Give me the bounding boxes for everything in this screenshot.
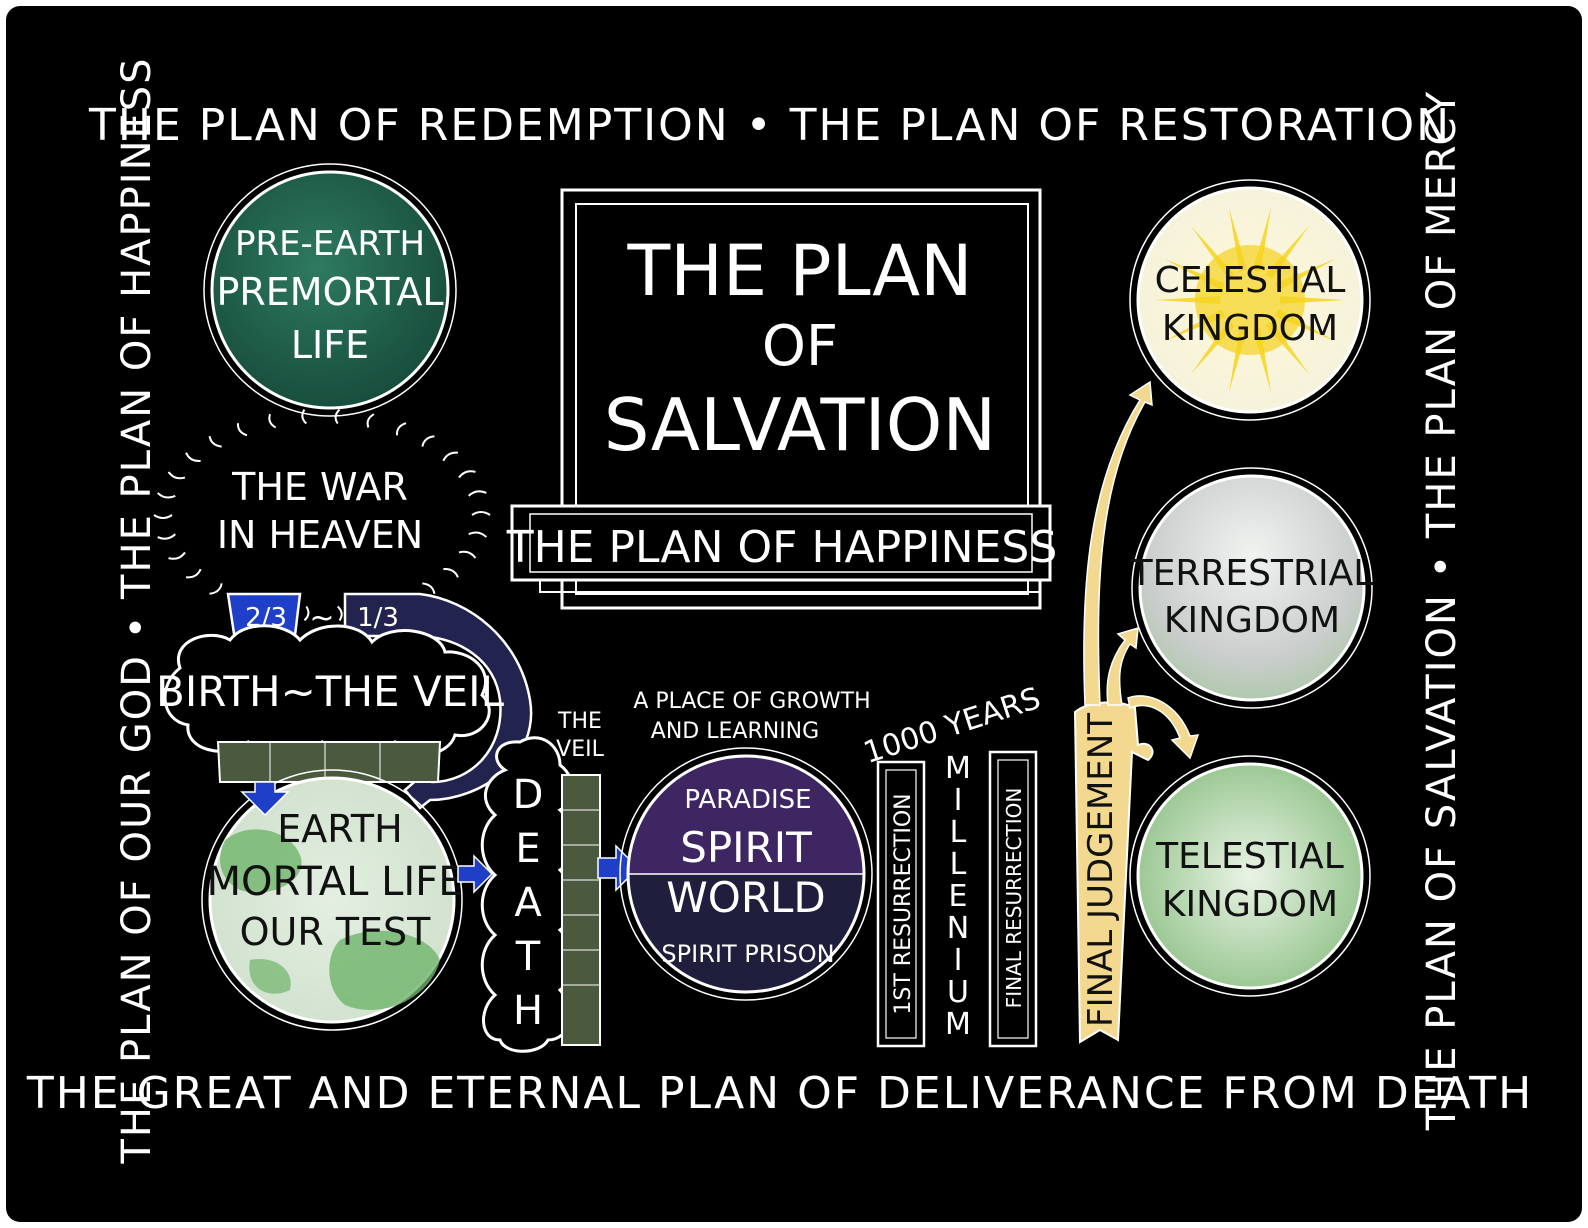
spirit-world-line-2: WORLD	[666, 873, 826, 922]
final-judgement-banner: FINAL JUDGEMENT	[1073, 701, 1154, 1044]
title-line-1: THE PLAN	[627, 230, 973, 312]
millenium-letter-5: E	[949, 879, 968, 914]
earth-line-2: MORTAL LIFE	[207, 859, 464, 905]
sun-icon	[1155, 207, 1345, 393]
millenium-letters: M I L L E N I U M	[945, 751, 971, 1042]
millenium-letter-8: U	[947, 975, 969, 1010]
telestial-kingdom-circle: TELESTIAL KINGDOM	[1129, 755, 1371, 997]
burst-ray	[209, 583, 223, 595]
growth-line-1: A PLACE OF GROWTH	[633, 689, 870, 714]
birth-veil-curtain	[216, 741, 442, 783]
title-banner: THE PLAN OF HAPPINESS	[506, 504, 1058, 593]
first-resurrection-text: 1ST RESURRECTION	[891, 793, 916, 1014]
first-resurrection-pillar: 1ST RESURRECTION	[876, 760, 926, 1048]
death-column: D E A T H	[480, 736, 575, 1053]
earth-line-1: EARTH	[277, 807, 402, 851]
terrestrial-line-2: KINGDOM	[1164, 600, 1340, 641]
death-letter-2: E	[515, 826, 540, 872]
burst-ray	[167, 471, 186, 480]
spirit-world-circle: PARADISE SPIRIT WORLD SPIRIT PRISON	[619, 747, 873, 1001]
earth-circle: EARTH MORTAL LIFE OUR TEST	[201, 769, 464, 1031]
telestial-line-2: KINGDOM	[1162, 884, 1338, 925]
title-board: THE PLAN OF SALVATION	[560, 188, 1042, 610]
burst-ray	[301, 409, 308, 425]
title-line-2: OF	[762, 314, 838, 379]
burst-ray	[157, 533, 176, 540]
pre-earth-line-2: PREMORTAL	[216, 270, 443, 314]
title-line-3: SALVATION	[604, 383, 997, 467]
sun-core	[1195, 245, 1305, 355]
millenium-letter-2: I	[954, 783, 963, 818]
left-border-text: THE PLAN OF OUR GOD • THE PLAN OF HAPPIN…	[114, 56, 160, 1164]
earth-line-3: OUR TEST	[240, 910, 432, 954]
bottom-border-text: THE GREAT AND ETERNAL PLAN OF DELIVERANC…	[26, 1068, 1533, 1119]
millenium-letter-9: M	[945, 1007, 971, 1042]
burst-ray	[471, 511, 491, 516]
fraction-right-label: 1/3	[357, 603, 399, 633]
terrestrial-line-1: TERRESTRIAL	[1130, 553, 1374, 594]
celestial-line-1: CELESTIAL	[1155, 260, 1346, 301]
title-banner-text: THE PLAN OF HAPPINESS	[506, 522, 1058, 573]
celestial-line-2: KINGDOM	[1162, 308, 1338, 349]
veil-strip	[561, 774, 601, 1046]
burst-ray	[395, 422, 407, 436]
war-line-1: THE WAR	[231, 465, 408, 509]
millenium-letter-1: M	[945, 751, 971, 786]
veil-label-line-1: THE	[557, 709, 602, 734]
veil-label-line-2: VEIL	[556, 737, 604, 762]
final-resurrection-text: FINAL RESURRECTION	[1002, 788, 1026, 1009]
burst-ray	[421, 435, 435, 447]
burst-ray	[458, 470, 476, 479]
burst-ray	[443, 568, 459, 578]
burst-ray	[156, 492, 176, 499]
death-letter-1: D	[513, 772, 544, 818]
death-letter-4: T	[515, 934, 541, 980]
burst-ray	[366, 413, 375, 428]
millenium-letter-3: L	[950, 815, 967, 850]
celestial-kingdom-circle: CELESTIAL KINGDOM	[1129, 179, 1371, 421]
burst-ray	[334, 408, 341, 425]
right-border-text: THE PLAN OF SALVATION • THE PLAN OF MERC…	[1419, 90, 1465, 1131]
burst-ray	[168, 551, 186, 560]
millenium-letter-7: I	[954, 943, 963, 978]
burst-ray	[268, 413, 277, 429]
terrestrial-kingdom-circle: TERRESTRIAL KINGDOM	[1130, 467, 1374, 709]
birth-cloud: BIRTH~THE VEIL	[156, 624, 505, 757]
death-letter-5: H	[513, 988, 543, 1034]
top-border-text: THE PLAN OF REDEMPTION • THE PLAN OF RES…	[88, 100, 1451, 151]
birth-to-earth-arrow-icon	[240, 781, 290, 817]
burst-ray	[422, 582, 436, 594]
burst-ray	[336, 605, 343, 621]
final-judgement-text: FINAL JUDGEMENT	[1081, 713, 1121, 1027]
burst-ray	[153, 514, 173, 519]
millenium-letter-4: L	[950, 847, 967, 882]
pre-earth-line-3: LIFE	[291, 323, 369, 367]
growth-line-2: AND LEARNING	[651, 719, 819, 744]
earth-to-death-arrow-icon	[457, 854, 494, 894]
final-resurrection-pillar: FINAL RESURRECTION	[988, 750, 1038, 1048]
burst-ray	[185, 452, 201, 462]
death-letter-3: A	[514, 880, 542, 926]
judgement-arrows	[1083, 380, 1200, 760]
birth-text: BIRTH~THE VEIL	[156, 667, 505, 716]
war-line-2: IN HEAVEN	[217, 513, 423, 557]
war-in-heaven-burst: THE WAR IN HEAVEN	[153, 408, 491, 622]
fraction-one-third: 1/3	[343, 592, 533, 810]
telestial-line-1: TELESTIAL	[1155, 836, 1344, 877]
burst-ray	[468, 490, 487, 497]
millenium-letter-6: N	[947, 911, 969, 946]
spirit-prison-label: SPIRIT PRISON	[661, 940, 834, 968]
pre-earth-circle: PRE-EARTH PREMORTAL LIFE	[203, 163, 457, 417]
burst-ray	[458, 550, 477, 559]
spirit-world-line-1: SPIRIT	[680, 823, 812, 872]
paradise-label: PARADISE	[684, 785, 811, 815]
burst-ray	[303, 605, 310, 622]
burst-ray	[442, 451, 458, 462]
burst-ray	[186, 568, 202, 579]
burst-ray	[208, 436, 222, 448]
burst-ray	[236, 423, 248, 437]
pre-earth-line-1: PRE-EARTH	[235, 224, 425, 264]
burst-ray	[468, 531, 488, 538]
